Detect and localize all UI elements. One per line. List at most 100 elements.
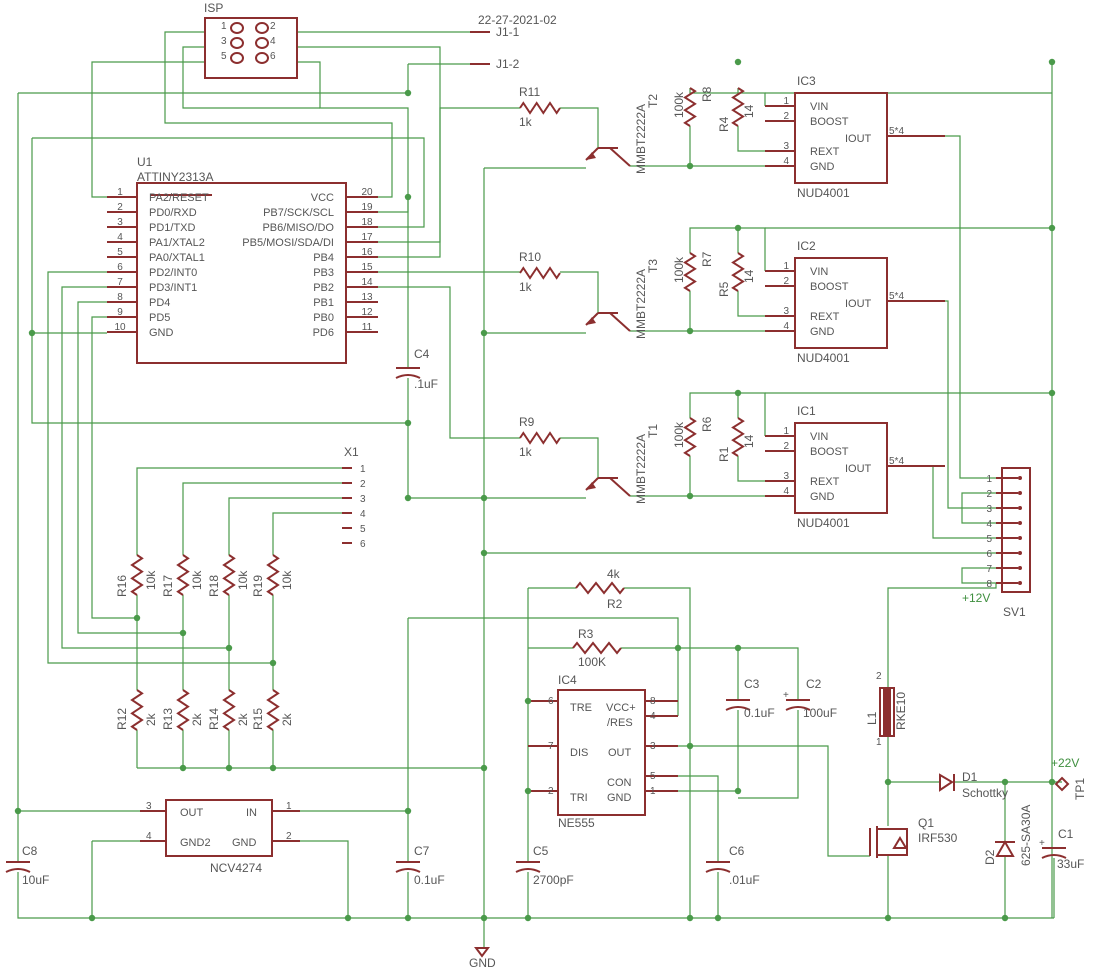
junction-dot [88,914,96,922]
c2-val: 100uF [803,706,837,720]
wire-reg-gnd [300,840,349,918]
u1-ref: U1 [137,155,153,169]
c8-ref: C8 [22,844,38,858]
net-gnd: GND [469,956,496,970]
junction-dot [404,494,412,502]
nud-part: NUD4001 [797,351,850,365]
pull-resistor-val: 100k [672,421,686,448]
sv1-pin-dot [1018,476,1022,480]
pulldown-resistor [176,689,190,731]
pullup-resistor [266,554,280,596]
u1-pin-name-16: PB4 [313,252,334,264]
tp1-ref: TP1 [1073,778,1087,800]
j1-1-label: J1-1 [496,25,520,39]
q1-diode [892,836,908,849]
ic4-pin4: 4 [650,711,656,722]
u1-pin-name-12: PB0 [313,312,334,324]
pulldown-val: 2k [236,712,250,726]
j1-2-label: J1-2 [496,57,520,71]
nud-pin-name: REXT [810,146,840,158]
junction-dot [686,914,694,922]
nud4001-body [794,422,888,514]
d1-ref: D1 [962,770,978,784]
junction-dot [404,419,412,427]
base-resistor-val: 1k [519,280,533,294]
rext-resistor-ref: R1 [717,446,731,462]
rext-resistor-ref: R5 [717,281,731,297]
u1-pin-num-14: 14 [361,277,373,288]
u1-pin-num-2: 2 [117,202,123,213]
nud-iout-val: 5*4 [889,291,904,302]
c7-ref: C7 [414,844,430,858]
wire-r10-t3 [560,271,599,313]
sv1-pin-8: 8 [986,579,992,590]
pulldown-val: 2k [280,712,294,726]
q1-val: IRF530 [918,831,958,845]
sv1-pin-dot [1018,491,1022,495]
c3-ref: C3 [744,677,760,691]
nud-pin-name: VIN [810,431,828,443]
tp1-symbol [1054,776,1070,792]
u1-pin-name-4: PA1/XTAL2 [149,237,205,249]
l1-val: RKE10 [894,692,908,730]
nud-pin-name: VIN [810,266,828,278]
d2-body [995,839,1015,857]
net-plus22v: +22V [1051,756,1079,770]
rext-resistor-val: 14 [742,269,756,283]
transistor-collector [609,477,631,497]
base-resistor-val: 1k [519,445,533,459]
r3-ref: R3 [578,627,594,641]
pullup-ref: R17 [161,575,175,597]
nud-pin-num: 1 [783,261,789,272]
u1-pin-num-9: 9 [117,307,123,318]
wire-sv1-2-4 [961,492,996,524]
junction-dot [480,549,488,557]
reg-pin1: 1 [286,801,292,812]
isp-pin-6: 6 [270,51,276,62]
pull-resistor-ref: R8 [700,86,714,102]
pulldown-val: 2k [190,712,204,726]
u1-pin-name-10: GND [149,327,174,339]
u1-pin-name-6: PD2/INT0 [149,267,197,279]
u1-pin-name-20: VCC [311,192,334,204]
wire-pd3 [61,286,229,649]
c5-symbol [515,868,541,873]
sv1-pin-5: 5 [986,534,992,545]
pull-resistor-val: 100k [672,256,686,283]
u1-pin-name-14: PB2 [313,282,334,294]
c4-ref: C4 [414,347,430,361]
wire-sv1-3 [945,300,996,509]
sv1-pin-dot [1018,566,1022,570]
c6-ref: C6 [729,844,745,858]
sv1-ref: SV1 [1003,605,1026,619]
c1-symbol-plus: + [1039,838,1045,849]
pulldown-resistor [130,689,144,731]
q1-body [876,828,908,856]
transistor-arrow [586,482,596,490]
isp-pin-4: 4 [270,36,276,47]
isp-pin [255,52,269,64]
isp-pin [230,22,244,34]
d1-val: Schottky [962,786,1008,800]
x1-pin-1: 1 [360,464,366,475]
u1-pin-num-8: 8 [117,292,123,303]
wire-sv1-7-8 [961,567,996,584]
wire-isp-3 [182,46,320,109]
isp-pin-3: 3 [221,36,227,47]
u1-part: ATTINY2313A [137,170,213,184]
nud-pin-num: 2 [783,111,789,122]
junction-dot [404,193,412,201]
wire-x1-3 [228,497,342,555]
junction-dot [714,914,722,922]
c1-val: 33uF [1057,857,1084,871]
ic4-vcc: VCC+ [606,702,636,714]
pullup-val: 10k [236,570,250,590]
junction-dot [404,807,412,815]
rext-resistor [731,417,745,457]
u1-pin-name-17: PB5/MOSI/SDA/DI [242,237,334,249]
nud-pin-name: BOOST [810,446,849,458]
pulldown-ref: R12 [115,708,129,730]
